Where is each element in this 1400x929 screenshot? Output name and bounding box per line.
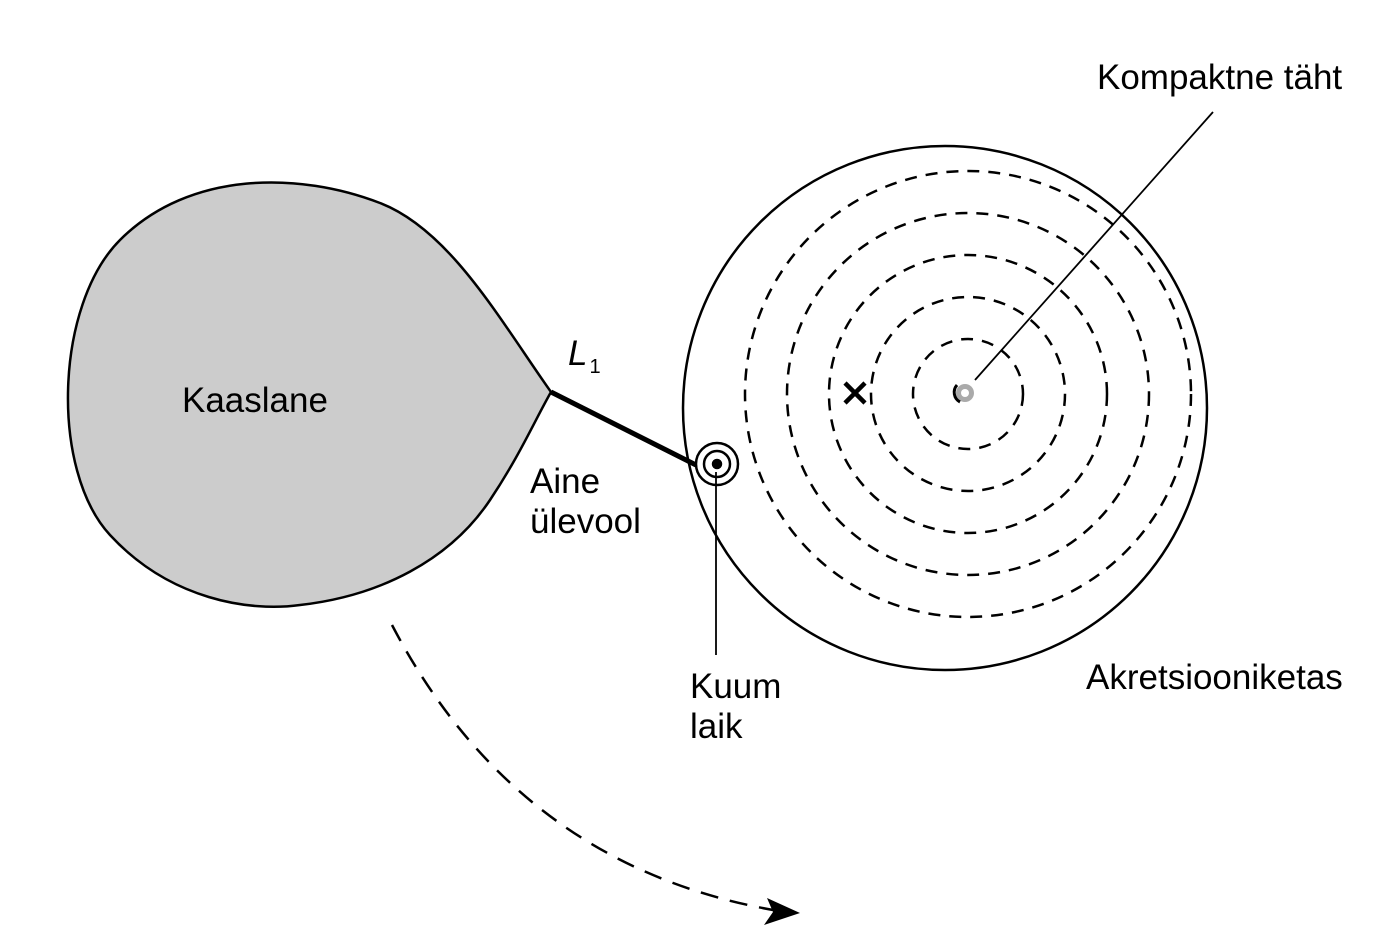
disk-orbits xyxy=(743,169,1193,619)
compact-star-icon xyxy=(952,384,974,404)
orbital-motion-arrow xyxy=(390,624,786,914)
l1-letter: L xyxy=(568,334,588,373)
hot-spot-label-line2: laik xyxy=(690,707,743,746)
l1-subscript: 1 xyxy=(589,356,601,378)
disk-orbit-1 xyxy=(911,337,1025,451)
compact-star-leader-line xyxy=(974,111,1214,381)
disk-orbit-2 xyxy=(869,295,1067,493)
companion-star xyxy=(66,181,553,608)
overflow-label-line1: Aine xyxy=(530,462,601,501)
disk-orbit-3 xyxy=(827,253,1109,535)
overflow-label-line2: ülevool xyxy=(530,502,641,541)
hot-spot-label-line1: Kuum xyxy=(690,667,782,706)
hot-spot-icon xyxy=(694,441,740,487)
compact-star-label: Kompaktne täht xyxy=(1097,58,1343,97)
accretion-disk-edge xyxy=(681,144,1209,672)
disk-orbit-4 xyxy=(785,211,1151,577)
companion-label: Kaaslane xyxy=(182,381,328,420)
accretion-disk-label: Akretsiooniketas xyxy=(1086,658,1343,697)
mass-transfer-stream xyxy=(549,389,698,468)
disk-orbit-5 xyxy=(743,169,1193,619)
orbital-motion-arrowhead-icon xyxy=(764,898,800,925)
center-of-mass-cross-icon xyxy=(843,381,867,405)
